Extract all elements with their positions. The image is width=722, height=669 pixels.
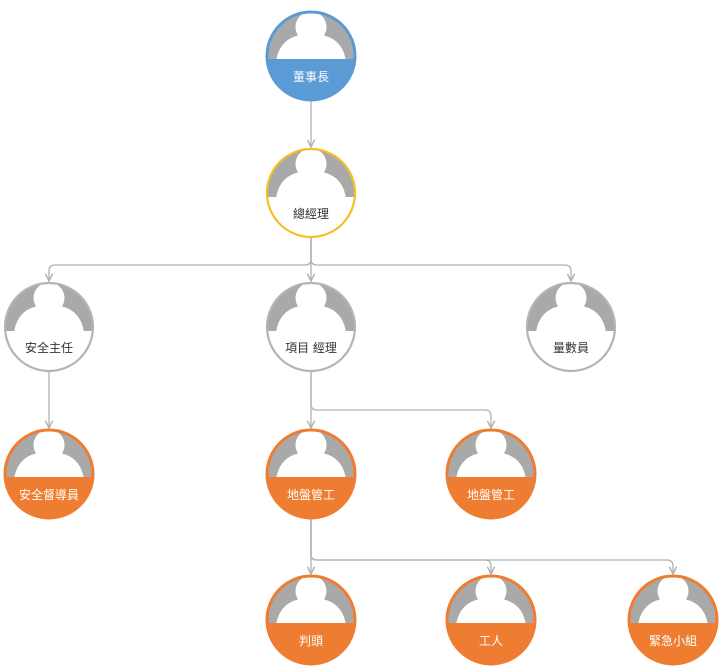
node-ring [627,574,719,666]
node-ring [265,10,357,102]
node-label: 安全主任 [25,340,73,355]
node-ring [445,428,537,520]
node-chairman[interactable]: 董事長 [265,10,357,104]
connector-project-manager-to-foundation-foreman-2 [310,372,491,428]
node-ring [265,147,357,239]
node-foundation-foreman-2[interactable]: 地盤管工 [445,428,537,522]
node-label: 項目 經理 [285,341,337,355]
node-project-manager[interactable]: 項目 經理 [265,281,357,373]
node-label: 工人 [479,634,503,648]
node-safety-director[interactable]: 安全主任 [3,281,95,373]
person-avatar-icon [267,149,355,199]
node-label: 總經理 [293,206,329,221]
node-ring [525,281,617,373]
node-label: 地盤管工 [467,487,515,502]
node-ring [3,428,95,520]
node-worker[interactable]: 工人 [445,574,537,668]
connectors-layer [49,101,673,574]
node-label: 量數員 [553,341,589,355]
node-foundation-foreman-1[interactable]: 地盤管工 [265,428,357,522]
node-label: 董事長 [293,70,329,84]
node-label: 地盤管工 [287,487,335,502]
node-safety-supervisor[interactable]: 安全督導員 [3,428,95,522]
node-ring [3,281,95,373]
node-emergency-team[interactable]: 緊急小組 [627,574,719,668]
connector-foundation-foreman-1-to-worker [310,519,491,574]
person-avatar-icon [527,283,615,333]
node-ring [265,428,357,520]
person-avatar-icon [5,283,93,333]
node-general-manager[interactable]: 總經理 [265,147,357,239]
node-ring [265,281,357,373]
node-ring [445,574,537,666]
connector-general-manager-to-quantity-surveyor [310,238,571,281]
node-ring [265,574,357,666]
node-label: 安全督導員 [19,487,79,502]
connector-foundation-foreman-1-to-emergency-team [310,519,673,574]
connector-general-manager-to-safety-director [49,238,312,281]
node-label: 緊急小組 [649,633,697,648]
node-subcontractor[interactable]: 判頭 [265,574,357,668]
person-avatar-icon [267,283,355,333]
node-label: 判頭 [299,634,323,648]
node-quantity-surveyor[interactable]: 量數員 [525,281,617,373]
